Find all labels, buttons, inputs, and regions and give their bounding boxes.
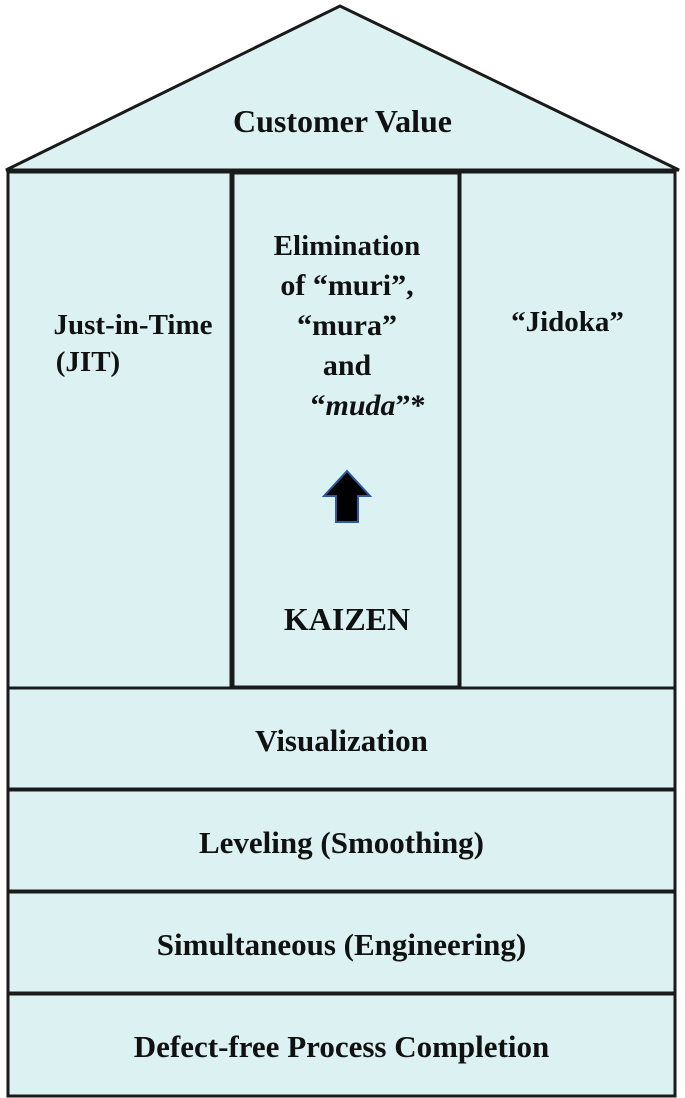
center-line1: Elimination	[273, 230, 421, 262]
roof-triangle	[5, 4, 680, 172]
up-arrow-icon	[321, 469, 373, 523]
foundation-label-visualization: Visualization	[255, 723, 428, 758]
pillar-right-box	[458, 170, 677, 690]
pillar-center-label: Elimination of “muri”, “mura” and “muda”…	[232, 226, 462, 426]
foundation-label-defect-free: Defect-free Process Completion	[133, 1029, 550, 1064]
foundation-band-3	[6, 890, 677, 995]
foundation-label-leveling: Leveling (Smoothing)	[198, 825, 485, 860]
center-line4: and	[322, 349, 372, 382]
foundation-band-1	[6, 686, 677, 791]
roof-title: Customer Value	[233, 103, 452, 139]
pillar-left-box	[6, 170, 234, 690]
pillar-center-box	[229, 169, 463, 691]
pillar-left-line1: Just-in-Time	[53, 309, 213, 341]
pillar-right-label: “Jidoka”	[511, 306, 624, 338]
center-line5-open: “	[310, 389, 326, 422]
foundation-label-simultaneous: Simultaneous (Engineering)	[156, 927, 527, 962]
center-line2: of “muri”,	[280, 269, 414, 302]
center-line5-close: ”*	[395, 389, 426, 422]
foundation-band-4	[6, 992, 677, 1098]
pillar-left-label: Just-in-Time (JIT)	[8, 307, 258, 381]
kaizen-label: KAIZEN	[283, 601, 411, 637]
pillar-left-line2: (JIT)	[55, 346, 121, 378]
center-line5: “muda”*	[232, 386, 462, 426]
foundation-band-2	[6, 788, 677, 893]
center-line5-muda: muda	[325, 389, 396, 422]
center-line3: “mura”	[297, 309, 397, 342]
